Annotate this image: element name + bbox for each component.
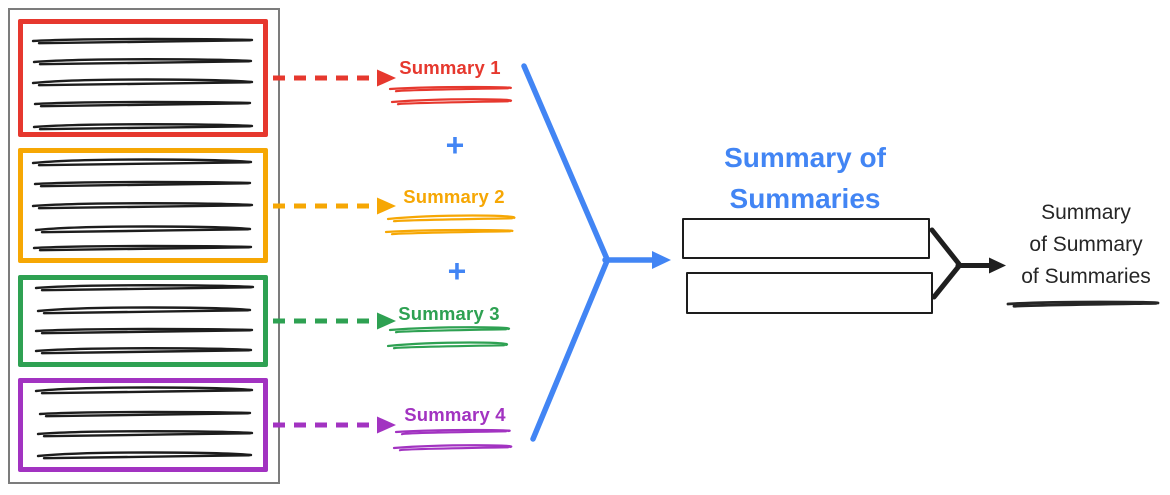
merge-arrow-black — [929, 227, 1006, 300]
summary-2-label: Summary 2 — [403, 186, 505, 207]
final-line-3: of Summaries — [1021, 265, 1151, 288]
title-line-2: Summaries — [729, 183, 881, 214]
final-line-2: of Summary — [1029, 233, 1143, 256]
plus-operator-2: + — [447, 253, 467, 289]
final-line-1: Summary — [1041, 201, 1131, 224]
summary-3-label: Summary 3 — [398, 303, 500, 324]
title-line-1: Summary of — [724, 142, 886, 173]
plus-operator-1: + — [445, 127, 465, 163]
document-section-3 — [18, 275, 268, 367]
document-section-4 — [18, 378, 268, 472]
document-section-2 — [18, 148, 268, 263]
summary-of-summaries-box-1 — [682, 218, 930, 259]
arrow-to-summary-2 — [273, 197, 396, 215]
summary-of-summaries-box-2 — [686, 272, 933, 314]
arrow-to-summary-1 — [273, 69, 396, 87]
summary-1-label: Summary 1 — [399, 57, 501, 78]
merge-arrow-blue — [521, 63, 671, 442]
arrow-to-summary-3 — [273, 312, 396, 330]
final-summary-label: Summary of Summary of Summaries — [1002, 197, 1170, 293]
summary-4-label: Summary 4 — [404, 404, 506, 425]
arrow-to-summary-4 — [273, 416, 396, 434]
document-section-1 — [18, 19, 268, 137]
summary-of-summaries-title: Summary of Summaries — [688, 137, 922, 219]
